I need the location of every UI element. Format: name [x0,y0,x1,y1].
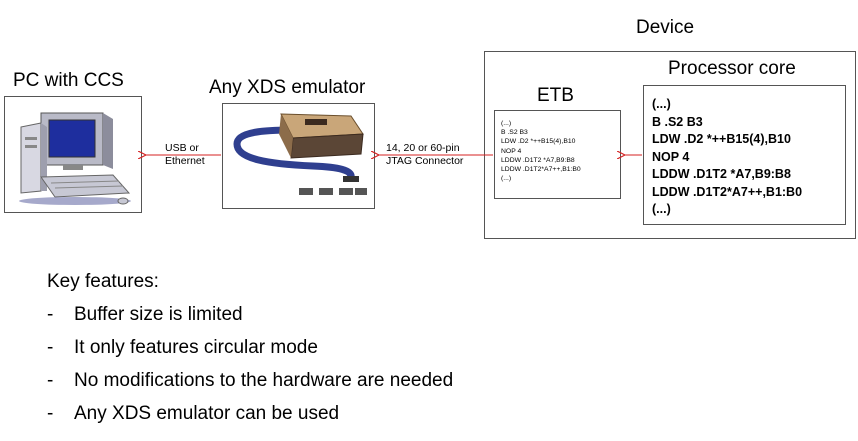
core-code-line: LDW .D2 *++B15(4),B10 [652,132,791,146]
feature-text: Any XDS emulator can be used [74,403,340,424]
core-code-line: LDDW .D1T2 *A7,B9:B8 [652,167,791,181]
etb-code-line: (...) [501,175,512,183]
jtag-label-line2: JTAG Connector [386,155,464,167]
pc-box [4,96,142,213]
etb-label: ETB [537,85,574,106]
etb-code-line: LDDW .D1T2 *A7,B9:B8 [501,156,575,164]
etb-box: (...) B .S2 B3 LDW .D2 *++B15(4),B10 NOP… [494,110,621,199]
features-title: Key features: [47,271,159,292]
etb-code-line: LDW .D2 *++B15(4),B10 [501,138,576,146]
etb-code-line: B .S2 B3 [501,129,528,137]
feature-text: No modifications to the hardware are nee… [74,370,454,391]
feature-item: -No modifications to the hardware are ne… [47,364,647,397]
feature-item: -Any XDS emulator can be used [47,397,647,430]
etb-code-line: NOP 4 [501,147,522,155]
core-code-line: (...) [652,202,671,216]
xds-emulator-image [233,113,367,195]
etb-code-line: LDDW .D1T2*A7++,B1:B0 [501,166,581,174]
feature-item: -Buffer size is limited [47,298,647,331]
computer-icon [19,112,131,205]
usb-label-line2: Ethernet [165,155,205,167]
core-code-line: NOP 4 [652,149,690,164]
etb-code-line: (...) [501,120,512,127]
feature-item: -It only features circular mode [47,331,647,364]
core-code-line: LDDW .D1T2*A7++,B1:B0 [652,184,803,199]
pc-label: PC with CCS [13,70,124,91]
key-features: Key features: -Buffer size is limited -I… [47,265,647,430]
core-box: (...) B .S2 B3 LDW .D2 *++B15(4),B10 NOP… [643,85,846,225]
device-label: Device [636,17,695,38]
core-code-line: (...) [652,97,671,111]
feature-text: Buffer size is limited [74,304,243,325]
jtag-label-line1: 14, 20 or 60-pin [386,142,460,154]
core-code-line: B .S2 B3 [652,114,703,129]
feature-text: It only features circular mode [74,337,318,358]
emulator-box [222,103,375,209]
usb-label-line1: USB or [165,142,199,154]
core-label: Processor core [668,58,796,79]
emulator-label: Any XDS emulator [209,77,366,98]
